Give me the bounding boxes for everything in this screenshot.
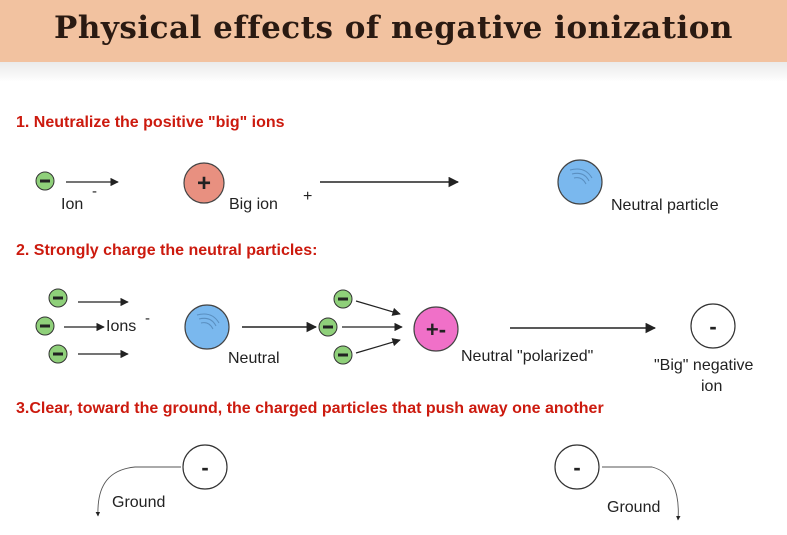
- section2-converge-ion-bottom: [333, 345, 353, 365]
- section2-heading: 2. Strongly charge the neutral particles…: [16, 242, 318, 259]
- section1-result-label: Neutral particle: [611, 197, 719, 214]
- section3-right-negative-ion: -: [554, 444, 600, 490]
- section1-heading: 1. Neutralize the positive "big" ions: [16, 114, 285, 131]
- section1-big-ion: +: [183, 162, 225, 204]
- section3-right-ground-arrow: [602, 466, 681, 521]
- section3-heading: 3.Clear, toward the ground, the charged …: [16, 400, 604, 417]
- section3-left-ground-arrow: [95, 466, 181, 517]
- section2-big-negative-ion: -: [690, 303, 736, 349]
- section2-converge-ion-middle: [318, 317, 338, 337]
- section2-polarized-label: Neutral "polarized": [461, 348, 594, 365]
- section1-big-ion-sign: +: [197, 170, 211, 197]
- section2-neutral-label: Neutral: [228, 350, 280, 367]
- section2-neutral-particle: [184, 304, 230, 350]
- section1-ion-sign: -: [92, 183, 97, 200]
- section2-result-label-line2: ion: [701, 378, 723, 395]
- page-title: Physical effects of negative ionization: [54, 10, 733, 46]
- section2-converge-arrow-bottom: [355, 338, 401, 354]
- banner-fade: [0, 62, 787, 82]
- section2-ions-sign: -: [145, 310, 150, 327]
- section1-small-ion: [35, 171, 55, 191]
- section1-neutral-particle: [557, 159, 603, 205]
- section3-left-ground-label: Ground: [112, 494, 166, 511]
- section3-right-sign: -: [573, 455, 580, 480]
- section2-ion-bottom: [48, 344, 68, 364]
- section2-converge-arrow-top: [355, 300, 401, 316]
- section2-polarized-sign: +-: [426, 317, 446, 342]
- section3-right-ground-label: Ground: [607, 499, 661, 516]
- section2-ion-middle: [35, 316, 55, 336]
- section1-big-ion-label: Big ion: [229, 196, 278, 213]
- section2-converge-ion-top: [333, 289, 353, 309]
- section3-left-sign: -: [201, 455, 208, 480]
- section3-left-negative-ion: -: [182, 444, 228, 490]
- section1-plus-sign: +: [303, 188, 313, 205]
- title-banner: [0, 0, 787, 62]
- section2-result-label-line1: "Big" negative: [654, 357, 754, 374]
- section1-ion-label: Ion: [61, 196, 84, 213]
- section2-result-sign: -: [709, 314, 716, 339]
- section2-ions-label: Ions: [106, 318, 137, 335]
- section2-ion-top: [48, 288, 68, 308]
- section2-polarized-particle: +-: [413, 306, 459, 352]
